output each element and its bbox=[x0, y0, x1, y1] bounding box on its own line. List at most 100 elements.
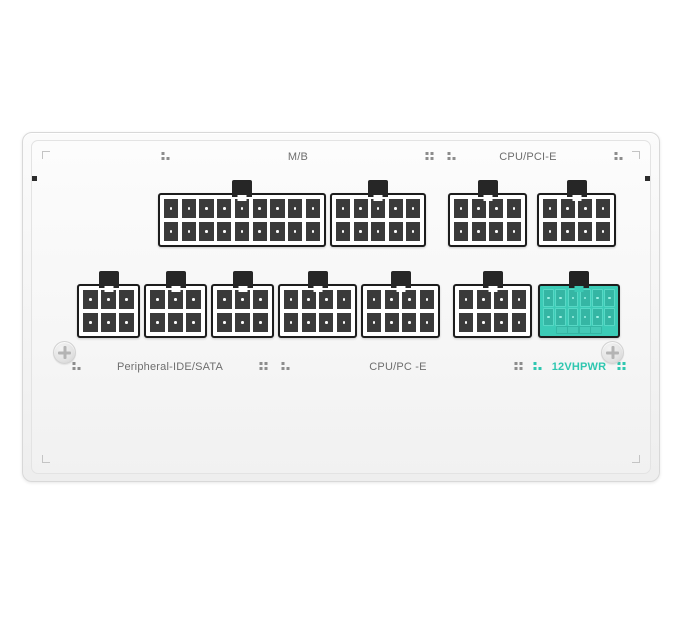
frame-notch-right bbox=[645, 176, 650, 181]
pin bbox=[352, 220, 369, 242]
pin bbox=[216, 220, 233, 242]
pin bbox=[198, 198, 215, 220]
dot bbox=[614, 152, 618, 155]
pin bbox=[488, 198, 505, 220]
pin bbox=[401, 311, 418, 333]
dot bbox=[72, 367, 76, 370]
dot bbox=[617, 367, 621, 370]
pin bbox=[592, 308, 603, 326]
pin bbox=[233, 220, 251, 242]
dot bbox=[72, 362, 76, 365]
pin bbox=[149, 311, 166, 333]
screw-right bbox=[601, 341, 624, 364]
pin bbox=[542, 198, 559, 220]
dot-marker bbox=[533, 362, 545, 373]
pin bbox=[335, 198, 351, 220]
pin bbox=[234, 311, 251, 333]
dot bbox=[425, 157, 429, 160]
pin bbox=[300, 289, 317, 311]
dot bbox=[281, 367, 285, 370]
pin bbox=[577, 198, 594, 220]
dot bbox=[161, 157, 165, 160]
dot bbox=[425, 152, 429, 155]
pin bbox=[370, 220, 386, 242]
pin bbox=[555, 308, 566, 326]
label-mb: M/B bbox=[287, 151, 309, 163]
connector-periph-2[interactable] bbox=[144, 271, 207, 338]
pin bbox=[100, 289, 117, 311]
pin bbox=[505, 198, 522, 220]
pin bbox=[559, 198, 576, 220]
pin bbox=[510, 311, 527, 333]
dot-marker bbox=[617, 362, 629, 373]
connector-periph-3[interactable] bbox=[211, 271, 274, 338]
connector-cpu-pcie-b2[interactable] bbox=[361, 271, 440, 338]
dot bbox=[166, 157, 170, 160]
dot bbox=[617, 362, 621, 365]
pin bbox=[269, 198, 286, 220]
pin bbox=[458, 289, 475, 311]
dot bbox=[161, 152, 165, 155]
connector-cpu-pcie-t2[interactable] bbox=[537, 180, 616, 247]
connector-latch-tab bbox=[165, 271, 186, 288]
pin bbox=[475, 289, 492, 311]
pin bbox=[453, 220, 470, 242]
pin bbox=[82, 311, 99, 333]
pin-grid bbox=[366, 289, 435, 333]
label-cpu-pcie-top: CPU/PCI-E bbox=[499, 151, 557, 163]
label-row-top: M/B CPU/PCI-E bbox=[23, 149, 659, 165]
dot bbox=[286, 367, 290, 370]
pin bbox=[318, 289, 335, 311]
pin bbox=[592, 289, 603, 307]
pin bbox=[366, 311, 383, 333]
connector-periph-1[interactable] bbox=[77, 271, 140, 338]
connector-cpu-pcie-t1[interactable] bbox=[448, 180, 527, 247]
pin-grid bbox=[216, 289, 269, 333]
connector-latch-tab bbox=[482, 271, 503, 288]
pin bbox=[559, 220, 576, 242]
pin bbox=[216, 198, 233, 220]
pin bbox=[470, 220, 487, 242]
dot bbox=[533, 367, 537, 370]
pin bbox=[318, 311, 335, 333]
connector-mb-main-10[interactable] bbox=[330, 180, 426, 247]
dot bbox=[259, 367, 263, 370]
label-peripheral: Peripheral-IDE/SATA bbox=[116, 361, 224, 373]
pin bbox=[251, 220, 268, 242]
pin bbox=[567, 289, 579, 307]
pin bbox=[167, 289, 184, 311]
connector-cpu-pcie-b1[interactable] bbox=[278, 271, 357, 338]
dot bbox=[77, 367, 81, 370]
corner-tick-bottom-left bbox=[42, 455, 50, 463]
pin bbox=[304, 198, 321, 220]
pin bbox=[304, 220, 321, 242]
dot bbox=[514, 367, 518, 370]
pin bbox=[383, 289, 400, 311]
pin-grid bbox=[82, 289, 135, 333]
frame-notch-left bbox=[32, 176, 37, 181]
connector-hpwr-12v[interactable] bbox=[538, 271, 620, 338]
pin bbox=[251, 198, 268, 220]
connector-cpu-pcie-b3[interactable] bbox=[453, 271, 532, 338]
pin bbox=[458, 311, 475, 333]
connector-latch-tab bbox=[566, 180, 587, 197]
pin bbox=[453, 198, 470, 220]
dot bbox=[533, 362, 537, 365]
pin bbox=[383, 311, 400, 333]
pin bbox=[594, 198, 611, 220]
dot-marker bbox=[72, 362, 84, 373]
connector-latch-tab bbox=[390, 271, 411, 288]
sideband-pin-strip bbox=[556, 326, 602, 334]
pin bbox=[475, 311, 492, 333]
pin bbox=[418, 289, 435, 311]
connector-mb-main-18[interactable] bbox=[158, 180, 326, 247]
pin bbox=[594, 220, 611, 242]
pin bbox=[387, 198, 404, 220]
dot-marker bbox=[447, 152, 459, 163]
pin bbox=[233, 198, 251, 220]
pin bbox=[543, 308, 554, 326]
pin bbox=[335, 311, 352, 333]
pin bbox=[180, 198, 197, 220]
connector-latch-tab bbox=[232, 271, 253, 288]
pin-grid bbox=[163, 198, 321, 242]
